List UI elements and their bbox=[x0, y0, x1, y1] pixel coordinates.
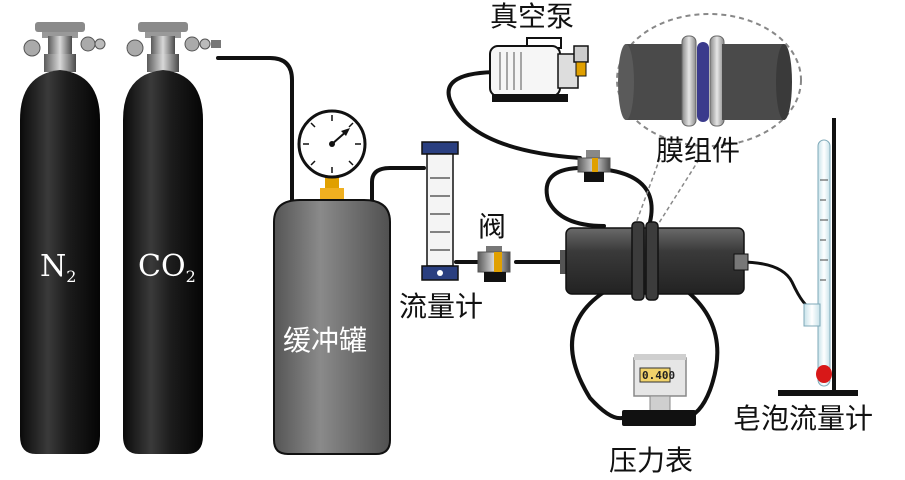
soap-film-flowmeter-label: 皂泡流量计 bbox=[733, 402, 873, 435]
vacuum-pump bbox=[489, 37, 589, 102]
pipe-tee-to-module bbox=[606, 168, 654, 224]
flowmeter-label: 流量计 bbox=[399, 290, 483, 323]
membrane-module-label: 膜组件 bbox=[656, 134, 740, 167]
pipe-tee-loop bbox=[544, 166, 606, 228]
rotameter bbox=[421, 141, 459, 281]
tank-gauge-icon bbox=[297, 109, 367, 200]
pressure-readout: 0.400 bbox=[642, 369, 675, 382]
buffer-tank bbox=[273, 199, 391, 455]
pressure-transducer bbox=[622, 354, 696, 426]
pipe-co2-to-tank bbox=[216, 56, 294, 202]
cylinder-co2 bbox=[123, 22, 221, 454]
pipe-tank-to-flowmeter bbox=[370, 166, 426, 202]
pipe-pressure-loop-right bbox=[682, 290, 720, 420]
cylinder-n2 bbox=[20, 22, 106, 454]
membrane-module bbox=[560, 221, 749, 301]
vacuum-pump-label: 真空泵 bbox=[490, 0, 574, 33]
tee-valve bbox=[577, 150, 611, 182]
membrane-zoom-callout bbox=[616, 13, 802, 235]
pressure-gauge-label: 压力表 bbox=[609, 444, 693, 477]
buffer-tank-label: 缓冲罐 bbox=[283, 324, 367, 357]
n2-label: N2 bbox=[40, 249, 76, 286]
pipe-module-to-soap bbox=[738, 260, 814, 310]
pipe-pressure-loop bbox=[570, 290, 624, 421]
pipe-vacuum-line bbox=[446, 70, 582, 160]
needle-valve bbox=[477, 246, 511, 282]
valve-label: 阀 bbox=[478, 210, 506, 243]
co2-label: CO2 bbox=[138, 249, 196, 286]
soap-film-flowmeter bbox=[778, 118, 858, 396]
